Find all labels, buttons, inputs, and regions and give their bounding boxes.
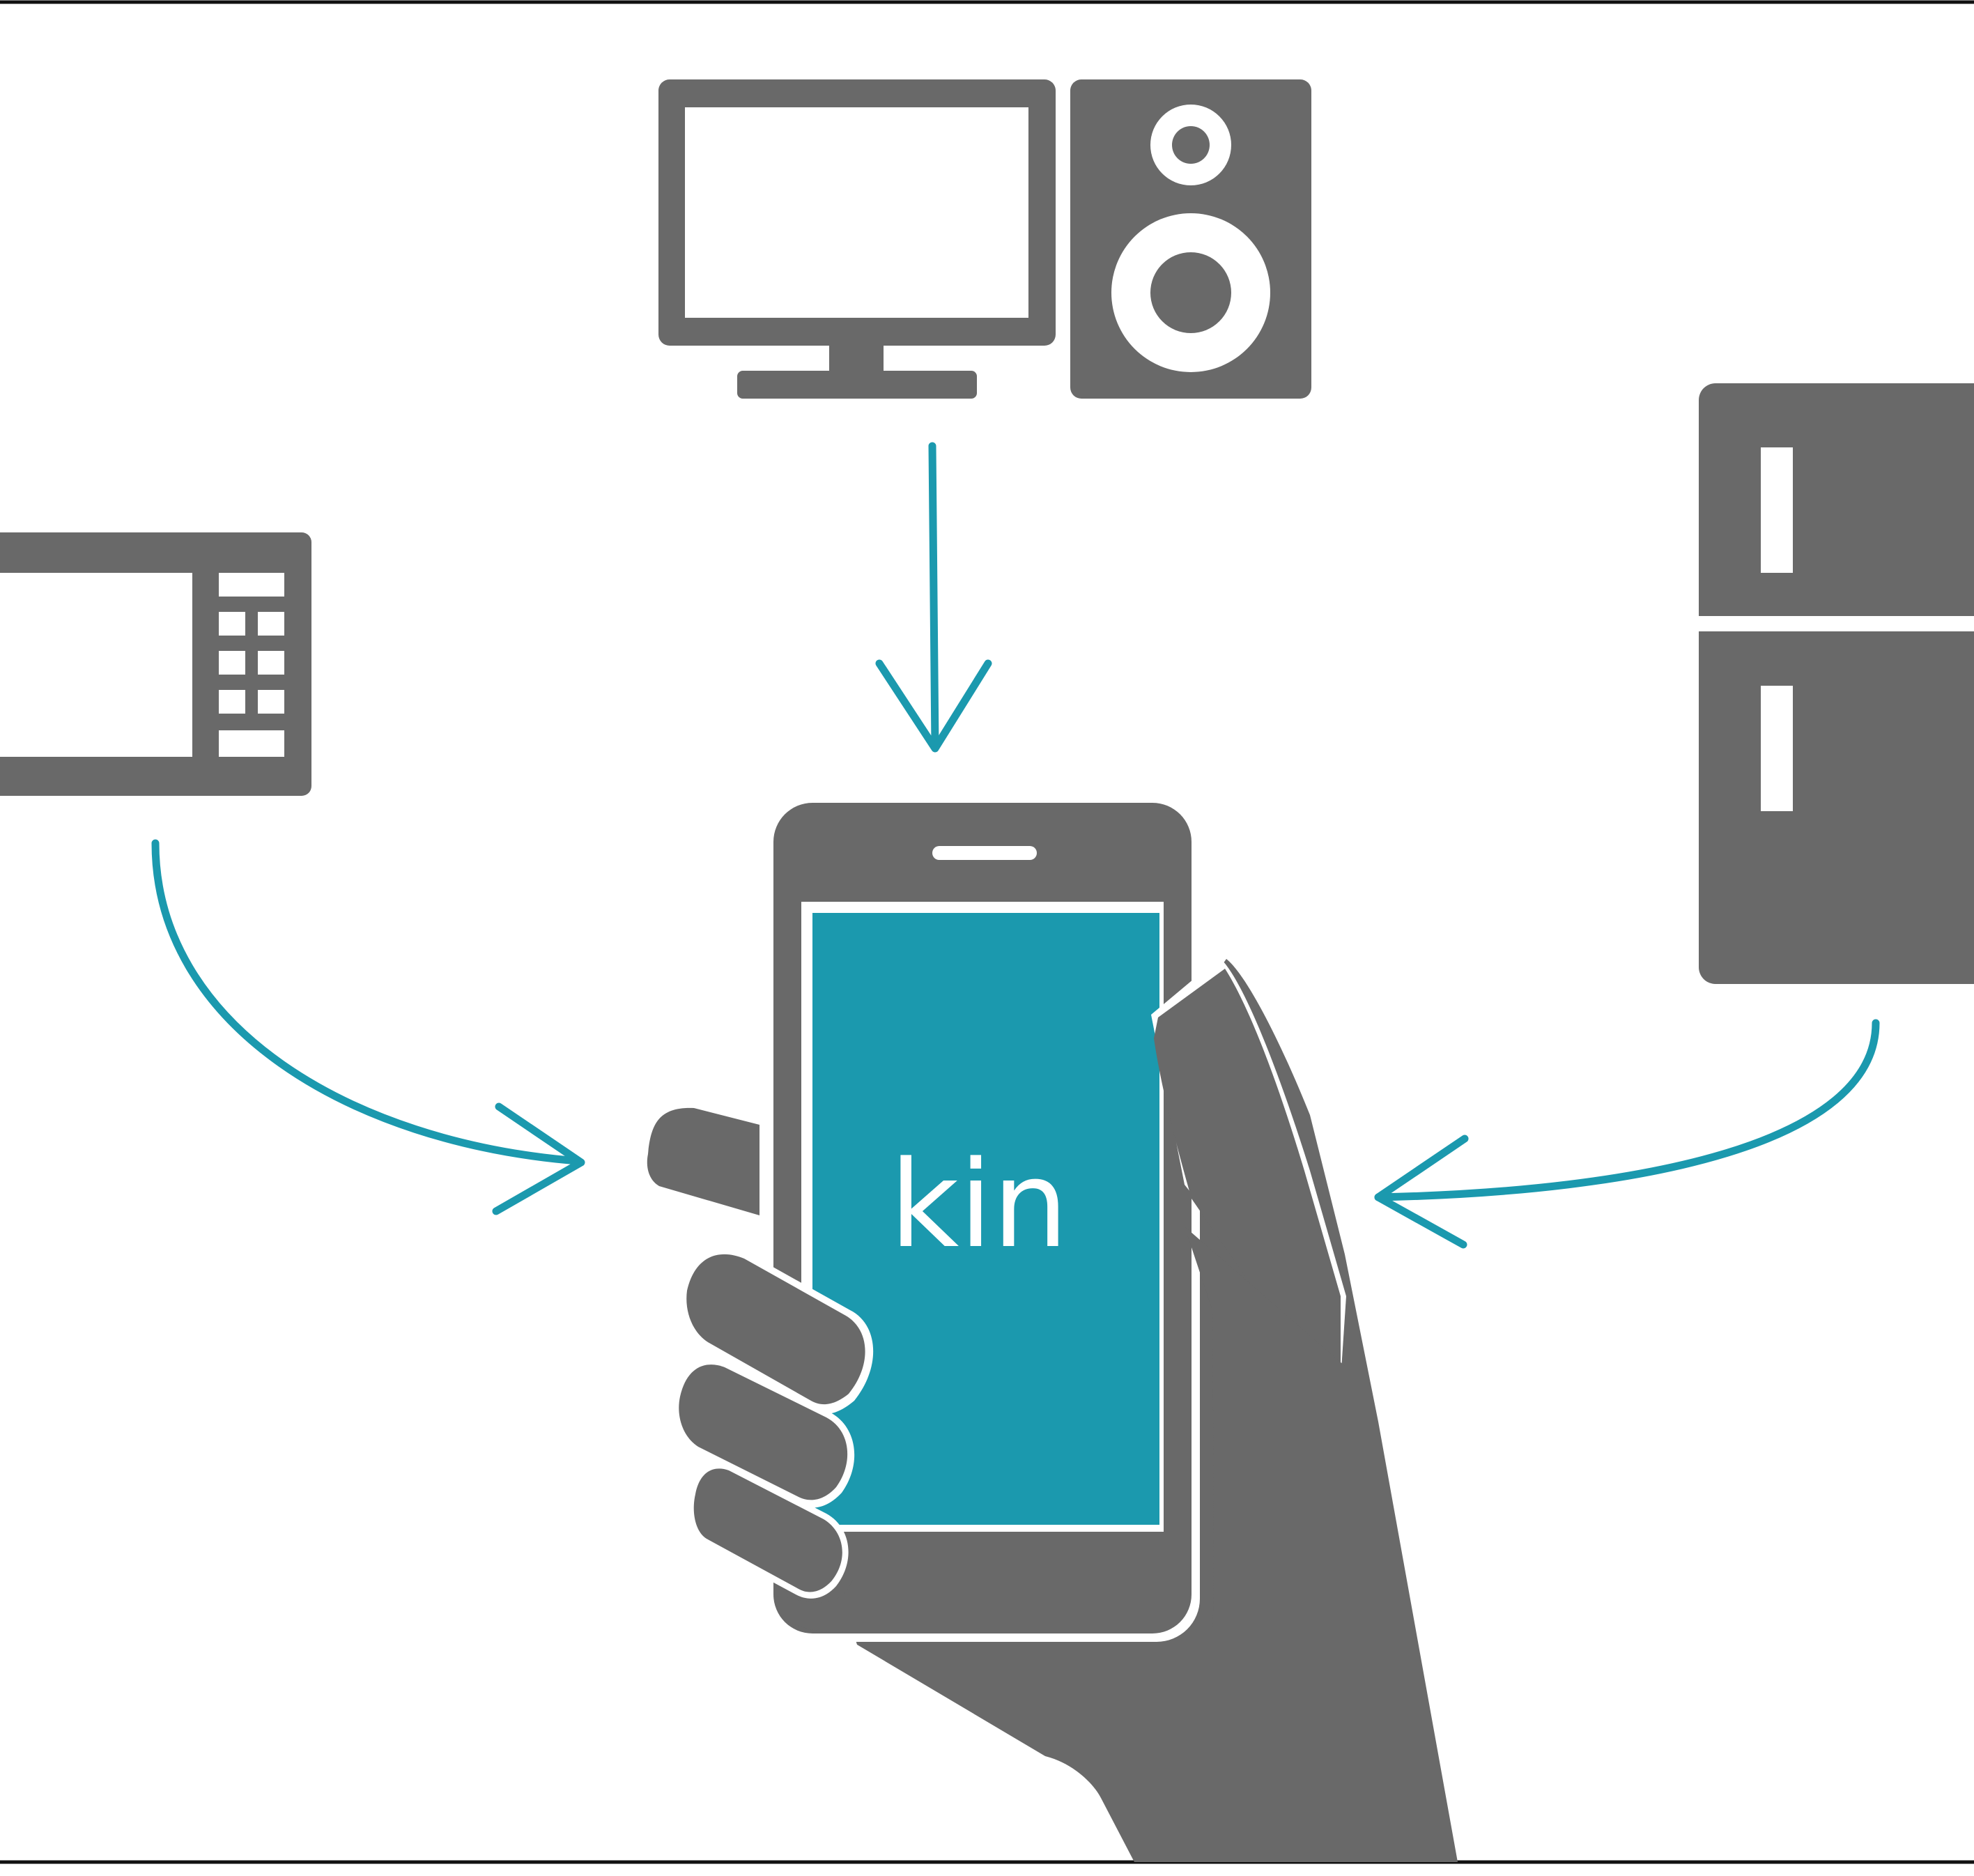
speaker-icon xyxy=(1070,79,1311,399)
smartphone-icon: kin xyxy=(765,794,1200,1642)
arrow-fridge-to-phone xyxy=(1374,1019,1880,1249)
arrow-monitor-to-phone xyxy=(875,442,992,753)
microwave-icon xyxy=(0,532,311,796)
finger xyxy=(672,1357,855,1508)
finger xyxy=(686,1461,849,1599)
finger xyxy=(679,1247,874,1415)
hand-holding-phone: kin xyxy=(640,794,1458,1862)
app-name-label: kin xyxy=(890,1135,1068,1275)
fridge-icon xyxy=(1699,383,1974,984)
phone-screen xyxy=(812,913,1159,1525)
monitor-icon xyxy=(658,79,1056,399)
arrow-microwave-to-phone xyxy=(151,839,585,1215)
